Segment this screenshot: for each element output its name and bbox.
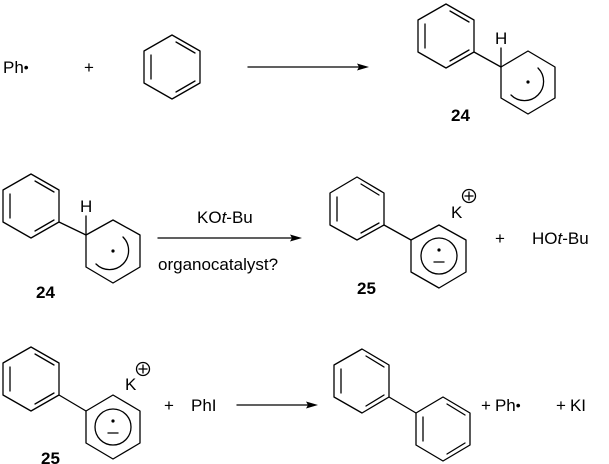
- double-bond: [449, 10, 470, 23]
- biphenyl-product: [333, 348, 471, 462]
- double-bond: [34, 392, 55, 405]
- delocalization-arc: [510, 67, 545, 102]
- row-2-deprotonation: H 24 KOt-Bu organocatalyst? K: [2, 173, 589, 302]
- hydrogen-label: H: [495, 29, 507, 48]
- double-bond: [175, 80, 196, 93]
- arrow-head: [306, 401, 318, 409]
- double-bond: [34, 219, 55, 232]
- phenyl-ring: [329, 176, 385, 241]
- delocalization-arc: [95, 236, 130, 271]
- phenyl-radical-text: Ph•: [3, 58, 29, 77]
- benzene-structure: [143, 34, 201, 100]
- compound-label-24: 24: [36, 283, 55, 302]
- double-bond: [34, 180, 55, 193]
- double-bond: [360, 183, 380, 196]
- double-bond: [449, 49, 470, 62]
- double-bond: [365, 394, 385, 407]
- double-bond: [34, 353, 55, 366]
- double-bond: [360, 222, 380, 234]
- compound-label-25: 25: [357, 279, 376, 298]
- aryl-bond: [473, 51, 502, 68]
- radical-dot: [526, 80, 530, 84]
- radical-dot: [437, 248, 441, 252]
- cyclohexadienyl-radical-24-reactant: H 24: [2, 173, 141, 302]
- double-bond: [365, 355, 385, 368]
- biphenyl-radical-anion-25-reactant: K 25: [2, 346, 151, 464]
- double-bond: [175, 41, 196, 54]
- phenyl-ring: [2, 173, 60, 239]
- delocalization-circle: [94, 408, 132, 446]
- aryl-bond: [58, 394, 87, 412]
- positive-charge-circle: [135, 361, 151, 377]
- row-1-radical-addition: Ph• + H 24: [3, 3, 556, 125]
- phenyl-ring: [417, 3, 475, 69]
- arrow-head: [357, 63, 369, 71]
- anion-ring: [85, 394, 141, 460]
- radical-dot: [111, 419, 115, 423]
- double-bond: [446, 403, 466, 416]
- plus-sign: +: [495, 229, 505, 248]
- phenyl-ring: [333, 348, 390, 414]
- arrow-head: [290, 234, 302, 242]
- reaction-arrow-2: KOt-Bu organocatalyst?: [157, 208, 302, 274]
- aryl-bond: [388, 396, 417, 414]
- plus-sign: +: [84, 58, 94, 77]
- compound-label-25: 25: [41, 449, 60, 464]
- reagent-below: organocatalyst?: [158, 255, 278, 274]
- aryl-bond: [58, 221, 87, 236]
- cyclohexadienyl-radical-24: H 24: [417, 3, 556, 125]
- double-bond: [446, 442, 466, 455]
- biphenyl-radical-anion-25: K 25: [329, 176, 477, 298]
- delocalization-circle: [420, 237, 458, 275]
- phenyl-ring: [2, 346, 60, 412]
- reaction-arrow-1: [247, 63, 369, 71]
- iodobenzene-text: PhI: [191, 396, 217, 415]
- cyclohexadienyl-ring: [500, 50, 556, 115]
- phenyl-ring: [415, 396, 471, 462]
- row-3-electron-transfer: K 25 + PhI +Ph• +KI: [2, 346, 586, 464]
- aryl-bond: [383, 224, 412, 241]
- compound-label-24: 24: [451, 106, 470, 125]
- potassium-counterion: K: [125, 375, 137, 394]
- phenyl-radical-product: +Ph•: [481, 396, 521, 415]
- benzene-ring: [143, 34, 201, 100]
- plus-sign: +: [164, 396, 174, 415]
- cyclohexadienyl-ring: [85, 219, 141, 284]
- potassium-iodide-product: +KI: [556, 396, 586, 415]
- hydrogen-label: H: [80, 197, 92, 216]
- radical-dot: [111, 249, 115, 253]
- positive-charge-circle: [461, 188, 477, 204]
- reagent-above: KOt-Bu: [197, 208, 253, 227]
- reaction-arrow-3: [236, 401, 318, 409]
- tert-butanol-byproduct: HOt-Bu: [532, 229, 589, 248]
- anion-ring: [410, 224, 467, 289]
- potassium-counterion: K: [451, 203, 463, 222]
